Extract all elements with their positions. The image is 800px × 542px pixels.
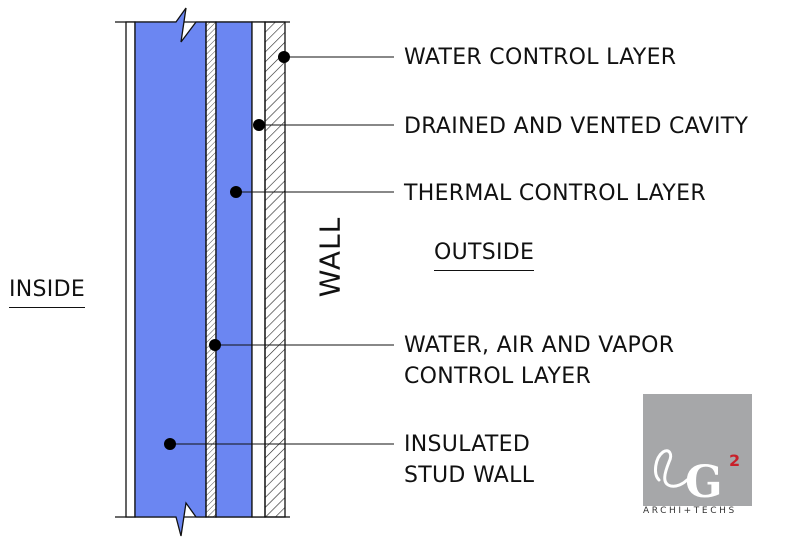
drained-cavity	[251, 21, 266, 518]
label-water-control-layer: WATER CONTROL LAYER	[404, 45, 677, 70]
cladding	[264, 21, 286, 518]
label-wavc-line1: WATER, AIR AND VAPOR	[404, 333, 675, 358]
lg2-logo-mark: G 2	[654, 449, 740, 508]
label-wall: WALL	[313, 216, 347, 298]
leader-dot-drained-cavity	[253, 119, 265, 131]
sheathing-layer	[205, 21, 217, 518]
leader-dot-stud-wall	[164, 438, 176, 450]
lg2-architechs-logo: G 2	[643, 394, 752, 508]
logo-subtitle: ARCHI+TECHS	[643, 506, 737, 516]
label-wavc-line2: CONTROL LAYER	[404, 364, 592, 389]
logo-superscript: 2	[729, 451, 740, 470]
label-outside: OUTSIDE	[434, 237, 535, 271]
stud-cavity-insulation	[134, 7, 207, 537]
label-drained-vented-cavity: DRAINED AND VENTED CAVITY	[404, 114, 749, 139]
logo-g-letter: G	[685, 457, 723, 506]
interior-gypsum-board	[125, 21, 136, 518]
label-thermal-control-layer: THERMAL CONTROL LAYER	[404, 181, 706, 206]
leader-dot-water-control	[278, 51, 290, 63]
exterior-insulation	[215, 21, 253, 518]
label-inside: INSIDE	[9, 274, 86, 308]
leader-dot-thermal-control	[230, 186, 242, 198]
leader-dot-wavc	[209, 339, 221, 351]
label-stud-line2: STUD WALL	[404, 463, 535, 488]
label-stud-line1: INSULATED	[404, 432, 531, 457]
